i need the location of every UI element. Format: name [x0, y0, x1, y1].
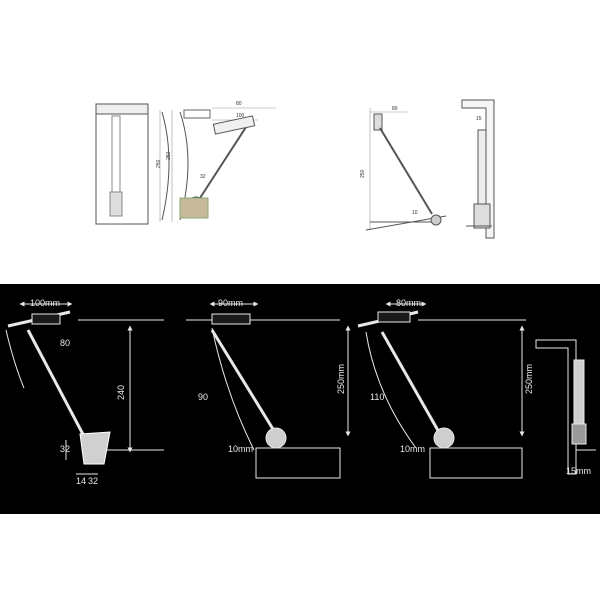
figure-1-100mm — [5, 301, 164, 475]
fig4-strut-body — [573, 359, 585, 425]
hinge-bracket — [212, 115, 256, 135]
fig1-hinge — [31, 313, 61, 325]
fig3-angle-label: 110 — [370, 392, 384, 402]
figure-3-80mm — [357, 301, 526, 479]
fig1-offset-c: 32 — [88, 476, 98, 486]
fig2-height-label: 250mm — [336, 364, 346, 394]
top-drawings-panel: 250 250 80 100 32 80 250 15 10 — [0, 0, 600, 284]
right-dim-4: 10 — [412, 210, 418, 216]
left-dim-4: 100 — [236, 113, 245, 119]
fig1-angle-label: 80 — [60, 338, 70, 348]
fig3-bottom-label: 10mm — [400, 444, 425, 454]
bottom-drawings-panel: 100mm 80 240 32 14 32 90mm 90 250mm 10mm — [0, 284, 600, 514]
door-top-bar — [183, 109, 211, 119]
vertical-strut-body — [477, 129, 487, 205]
diag-strut-rod — [379, 127, 433, 215]
fig1-offset-a: 32 — [60, 444, 70, 454]
cabinet-top-lid — [95, 103, 149, 115]
figure-2-labels: 90mm 90 250mm 10mm — [198, 298, 346, 454]
fig3-bottom-pivot — [433, 427, 455, 449]
fig4-strut-mount — [571, 423, 587, 445]
figure-2-90mm — [186, 301, 351, 479]
left-dim-2: 250 — [166, 151, 172, 160]
right-drawing-dim-labels: 80 250 15 10 — [360, 106, 482, 216]
strut-rod — [199, 123, 249, 199]
left-cabinet-drawing — [95, 103, 276, 225]
right-strut-drawing — [365, 99, 495, 239]
figure-4-labels: 15mm — [566, 466, 591, 476]
fig2-width-label: 90mm — [218, 298, 243, 308]
left-strut-mount — [109, 191, 123, 217]
fig1-height-label: 240 — [116, 385, 126, 400]
fig1-mount-plate — [79, 431, 111, 465]
fig3-hinge — [377, 311, 411, 323]
figure-4-15mm — [535, 339, 596, 475]
fig2-bottom-label: 10mm — [228, 444, 253, 454]
fig1-swing-arc — [5, 329, 25, 389]
right-dim-1: 80 — [392, 106, 398, 112]
left-dim-5: 32 — [200, 174, 206, 180]
fig1-offset-b: 14 — [76, 476, 86, 486]
top-pivot-block — [373, 113, 383, 131]
door-curve — [161, 111, 170, 221]
left-dim-1: 250 — [156, 159, 162, 168]
fig3-width-label: 80mm — [396, 298, 421, 308]
fig3-strut — [380, 331, 442, 435]
fig2-strut — [210, 329, 278, 435]
figure-1-labels: 100mm 80 240 32 14 32 — [30, 298, 126, 486]
right-dim-3: 15 — [476, 116, 482, 122]
top-drawings-svg: 250 250 80 100 32 80 250 15 10 — [95, 99, 495, 239]
fig4-cabinet-side — [535, 339, 577, 475]
fig2-swing-arc — [211, 327, 255, 451]
right-dim-2: 250 — [360, 169, 366, 178]
fig1-width-label: 100mm — [30, 298, 60, 308]
bottom-pivot-right — [430, 214, 442, 226]
fig2-angle-label: 90 — [198, 392, 208, 402]
fig3-swing-arc — [365, 331, 417, 449]
fig1-strut — [26, 329, 88, 441]
fig2-bottom-pivot — [265, 427, 287, 449]
figure-3-labels: 80mm 110 250mm 10mm — [370, 298, 534, 454]
fig2-hinge — [211, 313, 251, 325]
fig3-base-box — [429, 447, 523, 479]
left-drawing-dim-labels: 250 250 80 100 32 — [156, 101, 245, 180]
fig3-height-label: 250mm — [524, 364, 534, 394]
vertical-strut-mount — [473, 203, 491, 229]
bottom-drawings-svg: 100mm 80 240 32 14 32 90mm 90 250mm 10mm — [5, 298, 596, 486]
base-mount-plate — [179, 197, 209, 219]
fig2-base-box — [255, 447, 341, 479]
left-dim-3: 80 — [236, 101, 242, 107]
fig4-bottom-label: 15mm — [566, 466, 591, 476]
